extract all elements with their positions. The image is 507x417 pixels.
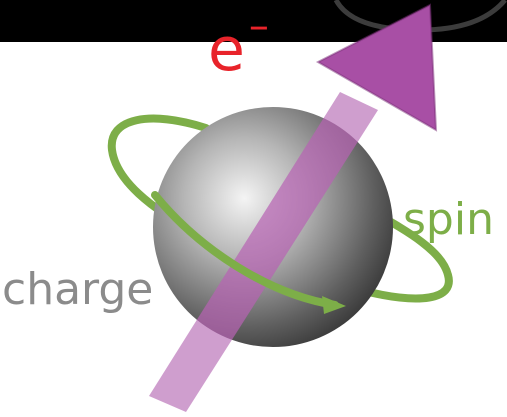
electron-symbol: e <box>208 15 245 85</box>
spin-arrow-head-outline <box>315 3 438 132</box>
spin-arrow-shaft <box>149 92 378 412</box>
spin-orbit-front <box>151 191 339 309</box>
electron-label: e– <box>208 6 269 80</box>
spin-arrow-head <box>318 5 436 130</box>
electron-charge-sign: – <box>248 3 269 49</box>
charge-label: charge <box>2 264 154 315</box>
spin-label: spin <box>403 194 494 245</box>
spin-orbit-arrowhead <box>322 296 346 314</box>
